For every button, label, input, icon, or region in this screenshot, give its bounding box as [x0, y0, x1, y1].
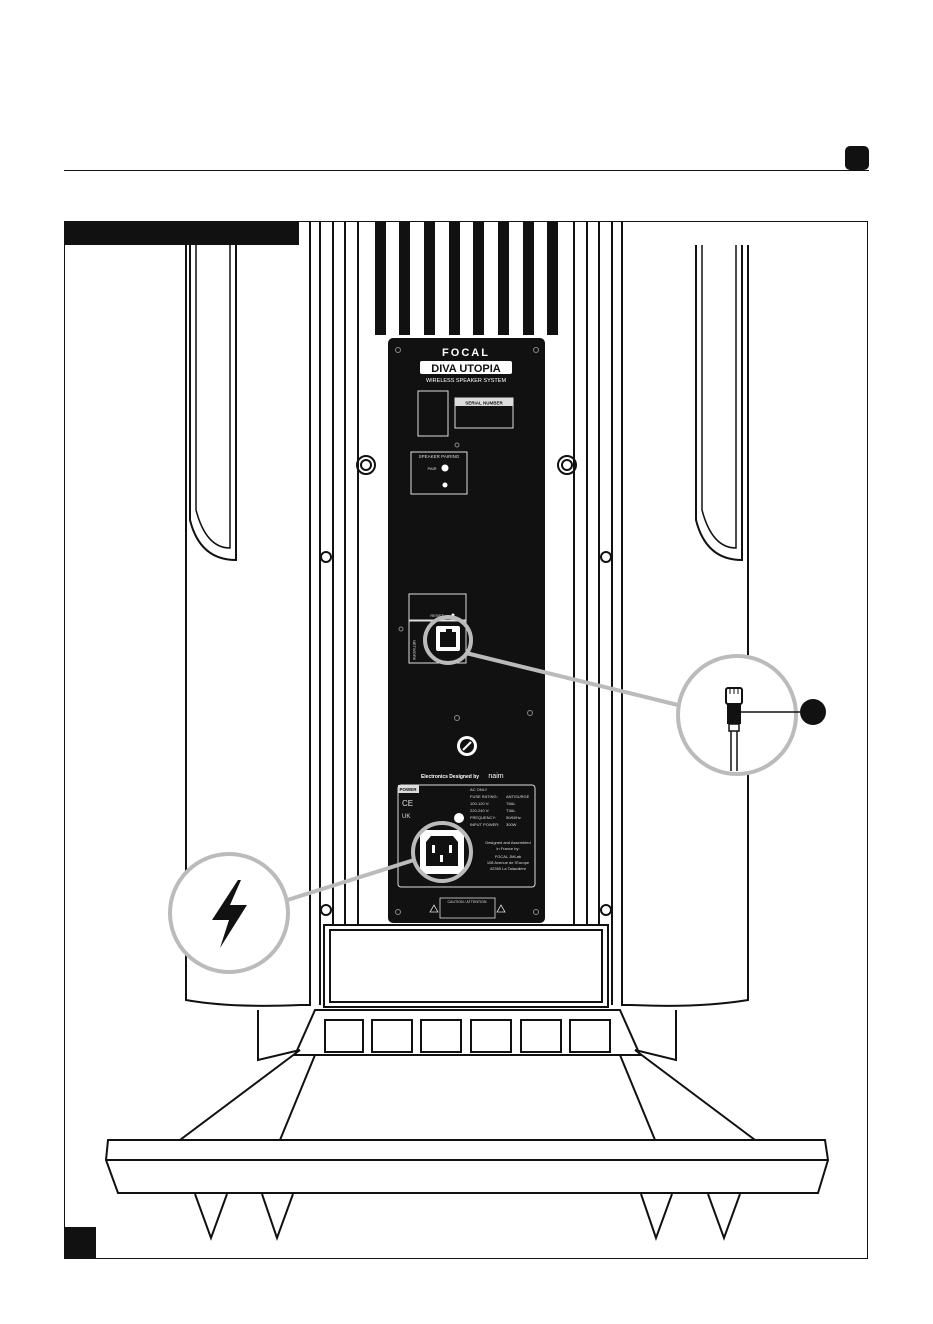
company-line-1: FOCAL JMLab	[495, 854, 522, 859]
cabinet-left-wing	[185, 222, 311, 1007]
voltage-2: 220-240 V:	[470, 808, 489, 813]
assembled-line-1: Designed and Assembled	[485, 840, 530, 845]
fuse-1: T6AL	[506, 801, 516, 806]
reset-label: RESET	[430, 613, 444, 618]
pairing-led-label: PAIR	[427, 466, 436, 471]
model-subtitle: WIRELESS SPEAKER SYSTEM	[426, 378, 506, 384]
voltage-1: 100-120 V:	[470, 801, 489, 806]
company-line-2: 108 Avenue de l'Europe	[487, 860, 530, 865]
brand-logo: FOCAL	[442, 347, 490, 359]
ethernet-plug-icon	[725, 687, 743, 771]
figure-frame	[64, 221, 868, 1259]
base-foot	[104, 1139, 830, 1194]
input-power-value: 300W	[506, 822, 517, 827]
callout-number-dot	[800, 699, 826, 725]
base-vents	[324, 1019, 611, 1053]
ukca-mark-icon: UK	[402, 814, 410, 820]
model-name: DIVA UTOPIA	[431, 363, 501, 375]
network-label: NETWORK	[412, 640, 417, 661]
figure-title-tab	[64, 221, 299, 245]
designed-by-label: Electronics Designed by	[421, 774, 479, 780]
designer-logo: naim	[488, 773, 503, 780]
fuse-rating-label: FUSE RATING:	[470, 794, 498, 799]
input-power-label: INPUT POWER:	[470, 822, 499, 827]
frequency-value: 50/60Hz	[506, 815, 521, 820]
fuse-2: T3AL	[506, 808, 516, 813]
fuse-rating-value: ANTISURGE	[506, 794, 530, 799]
company-line-3: 42350 La Talaudière	[490, 866, 527, 871]
warning-icon	[496, 904, 506, 913]
heatsink-fins	[375, 222, 558, 335]
assembled-line-2: in France by:	[496, 846, 519, 851]
base-top	[293, 1009, 642, 1056]
pair-button	[442, 482, 448, 488]
spikes	[194, 1193, 741, 1242]
frequency-label: FREQUENCY:	[470, 815, 496, 820]
page-marker-square	[845, 146, 869, 170]
ac-only: AC ONLY	[470, 787, 488, 792]
pair-led	[441, 464, 449, 472]
pairing-label: SPEAKER PAIRING	[419, 454, 460, 459]
serial-label: SERIAL NUMBER	[465, 401, 503, 406]
lightning-bolt-icon	[212, 880, 247, 948]
warning-icon	[429, 904, 439, 913]
cabinet-right-wing	[621, 222, 749, 1007]
figure-corner-marker	[64, 1227, 96, 1259]
ce-mark-icon: CE	[402, 799, 413, 808]
power-label: POWER	[399, 787, 417, 792]
header-rule	[64, 170, 869, 171]
caution-label: CAUTION / ATTENTION	[447, 900, 486, 904]
